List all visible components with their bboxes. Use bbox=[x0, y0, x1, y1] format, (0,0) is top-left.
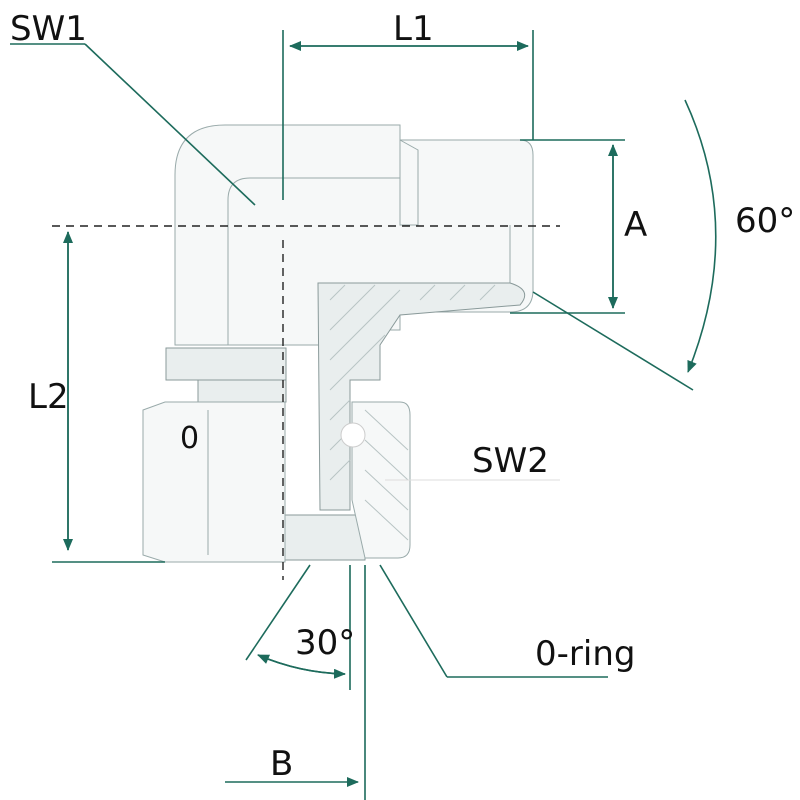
nut-mark: 0 bbox=[180, 421, 199, 456]
label-l1: L1 bbox=[393, 9, 434, 49]
label-oring: 0-ring bbox=[535, 634, 635, 674]
dimension-lines bbox=[10, 30, 717, 800]
collar bbox=[165, 347, 287, 381]
label-sw2: SW2 bbox=[472, 441, 549, 481]
elbow-body bbox=[174, 124, 534, 511]
label-angle-60: 60° bbox=[735, 201, 795, 241]
label-b: B bbox=[270, 744, 293, 784]
label-angle-30: 30° bbox=[295, 623, 355, 663]
bore-end bbox=[284, 514, 366, 561]
label-a: A bbox=[624, 205, 647, 245]
label-sw1: SW1 bbox=[10, 9, 87, 49]
union-nut: 0 bbox=[142, 401, 411, 563]
section-hatching bbox=[329, 284, 496, 481]
neck bbox=[197, 379, 287, 403]
label-l2: L2 bbox=[28, 377, 69, 417]
